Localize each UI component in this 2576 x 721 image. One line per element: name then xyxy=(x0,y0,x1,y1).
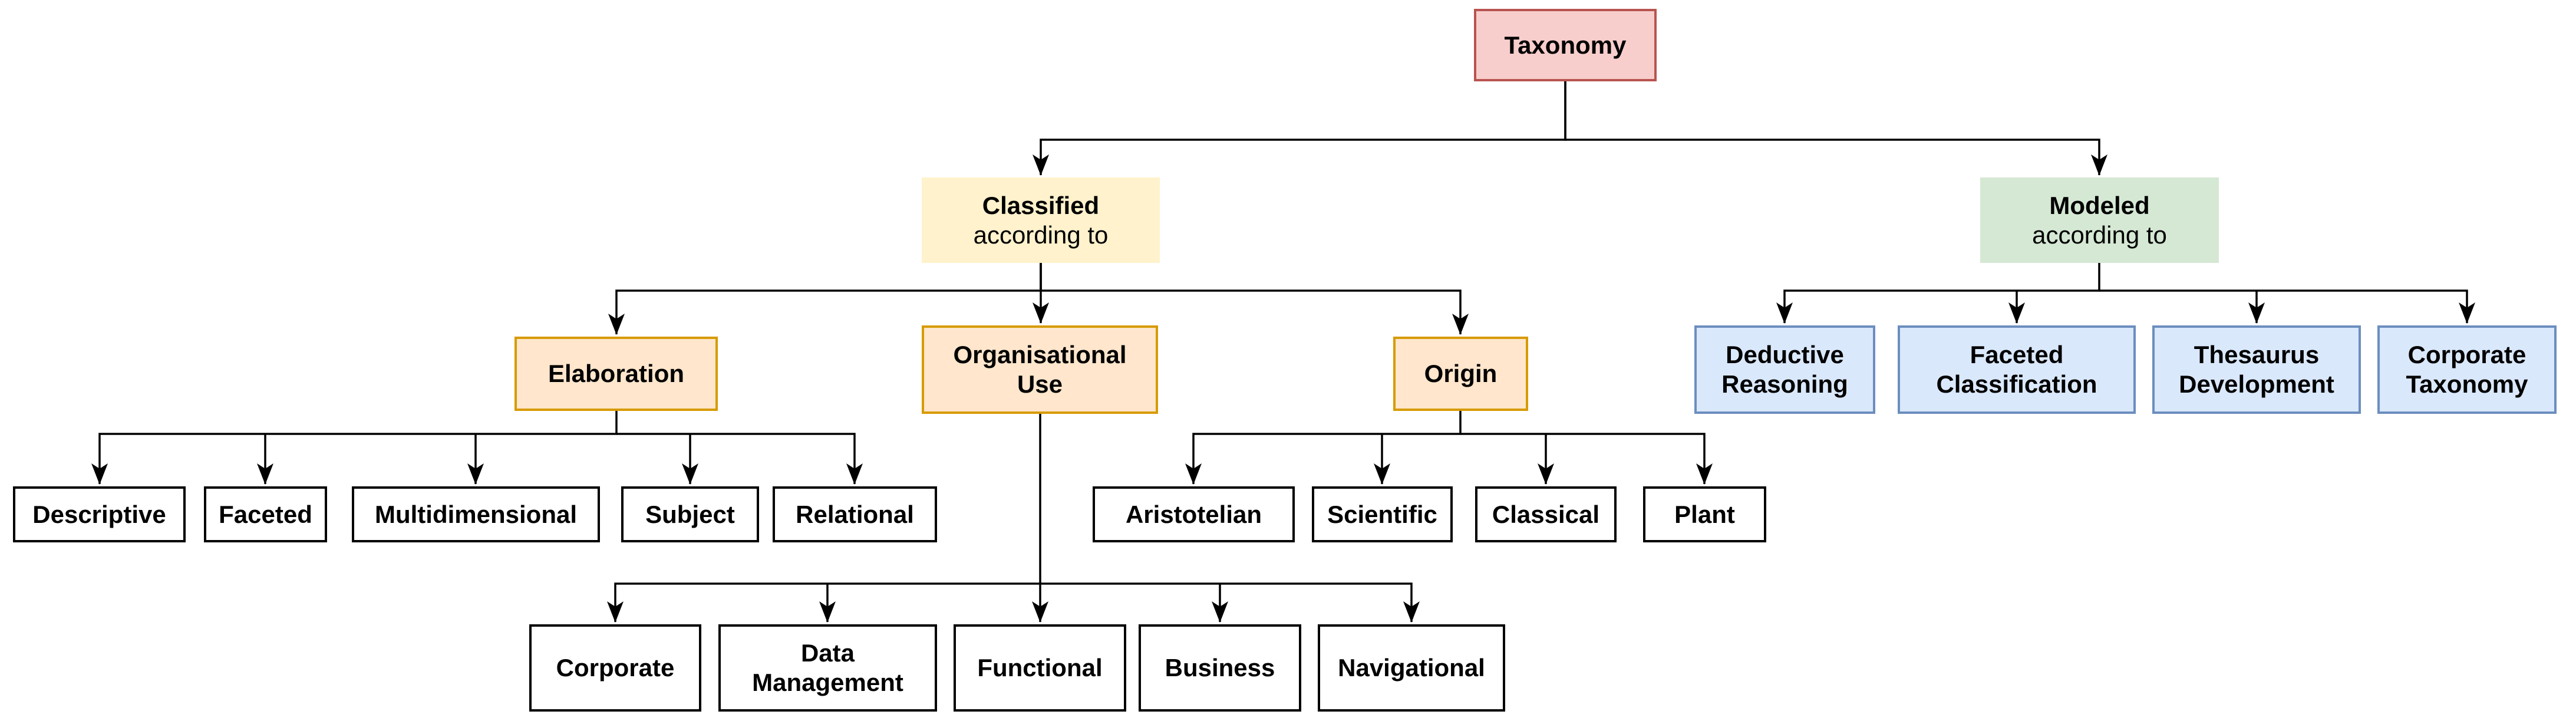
edge-origin-aristotelian xyxy=(1185,411,1462,485)
node-data-management: Data Management xyxy=(718,624,937,712)
node-business-label: Business xyxy=(1165,654,1275,682)
node-deductive-reasoning-label: Deductive Reasoning xyxy=(1721,341,1848,398)
node-corporate-label: Corporate xyxy=(556,654,675,682)
node-deductive-reasoning: Deductive Reasoning xyxy=(1694,325,1875,414)
node-subject-label: Subject xyxy=(645,500,735,528)
node-multidimensional-label: Multidimensional xyxy=(374,500,577,528)
node-descriptive: Descriptive xyxy=(13,486,186,542)
node-data-management-label: Data Management xyxy=(752,639,903,696)
node-plant: Plant xyxy=(1643,486,1766,542)
node-descriptive-label: Descriptive xyxy=(32,500,166,528)
edge-classified-origin xyxy=(1040,263,1469,335)
node-faceted: Faceted xyxy=(204,486,327,542)
node-corporate: Corporate xyxy=(529,624,701,712)
node-classical-label: Classical xyxy=(1492,500,1600,528)
node-navigational: Navigational xyxy=(1318,624,1505,712)
node-navigational-label: Navigational xyxy=(1338,654,1485,682)
node-elaboration: Elaboration xyxy=(514,337,718,411)
edge-orguse-navigational xyxy=(1040,582,1420,623)
node-modeled: Modeled according to xyxy=(1980,177,2219,263)
node-modeled-title: Modeled xyxy=(2049,191,2150,219)
node-relational: Relational xyxy=(773,486,937,542)
node-faceted-classification-label: Faceted Classification xyxy=(1936,341,2097,398)
node-classified: Classified according to xyxy=(922,177,1160,263)
node-multidimensional: Multidimensional xyxy=(352,486,600,542)
node-origin: Origin xyxy=(1393,337,1528,411)
node-aristotelian-label: Aristotelian xyxy=(1125,500,1262,528)
node-classified-subtitle: according to xyxy=(973,220,1109,249)
edge-modeled-corporate xyxy=(2099,289,2475,324)
node-corporate-taxonomy-label: Corporate Taxonomy xyxy=(2406,341,2528,398)
node-business: Business xyxy=(1139,624,1301,712)
node-modeled-subtitle: according to xyxy=(2032,220,2167,249)
node-functional: Functional xyxy=(954,624,1126,712)
node-origin-label: Origin xyxy=(1424,360,1498,388)
node-subject: Subject xyxy=(621,486,759,542)
edge-elab-relational xyxy=(616,433,863,485)
edge-root-classified xyxy=(1033,81,1566,176)
node-thesaurus-development: Thesaurus Development xyxy=(2152,325,2361,414)
edge-modeled-deductive xyxy=(1776,263,2100,324)
node-organisational-use: Organisational Use xyxy=(922,325,1158,414)
node-classified-title: Classified xyxy=(982,191,1100,219)
node-taxonomy: Taxonomy xyxy=(1474,9,1657,81)
node-taxonomy-label: Taxonomy xyxy=(1504,31,1627,59)
edge-origin-plant xyxy=(1460,433,1713,485)
node-faceted-label: Faceted xyxy=(219,500,312,528)
node-elaboration-label: Elaboration xyxy=(547,360,685,388)
node-scientific: Scientific xyxy=(1312,486,1453,542)
edge-elab-descriptive xyxy=(91,411,618,485)
edge-classified-elaboration xyxy=(608,263,1042,335)
node-corporate-taxonomy: Corporate Taxonomy xyxy=(2377,325,2557,414)
node-relational-label: Relational xyxy=(796,500,914,528)
node-scientific-label: Scientific xyxy=(1327,500,1437,528)
node-aristotelian: Aristotelian xyxy=(1093,486,1295,542)
node-plant-label: Plant xyxy=(1674,500,1735,528)
node-classical: Classical xyxy=(1475,486,1617,542)
edge-root-modeled xyxy=(1564,81,2107,176)
node-organisational-use-label: Organisational Use xyxy=(953,341,1127,398)
node-faceted-classification: Faceted Classification xyxy=(1898,325,2136,414)
node-functional-label: Functional xyxy=(977,654,1103,682)
node-thesaurus-development-label: Thesaurus Development xyxy=(2179,341,2334,398)
